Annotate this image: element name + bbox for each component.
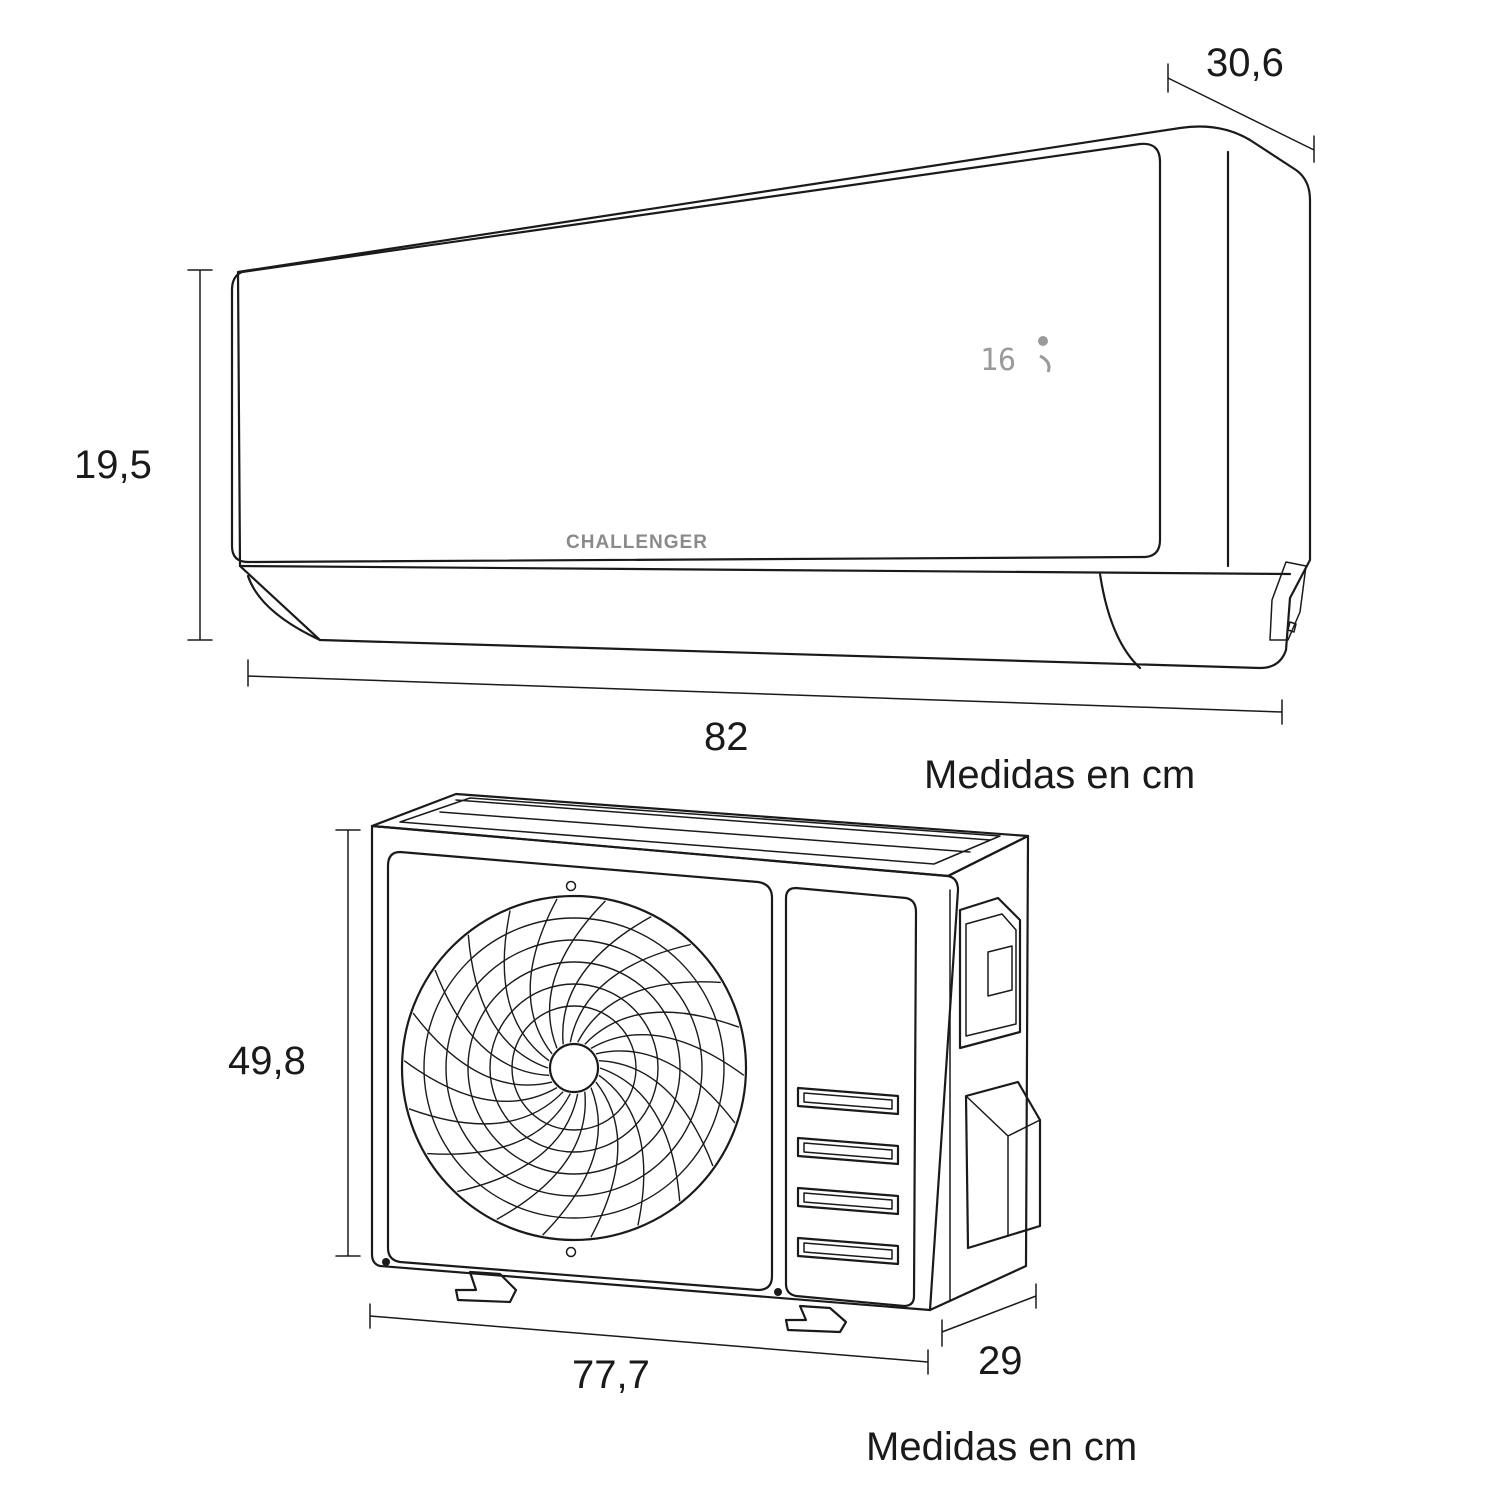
indoor-height-label: 19,5 — [74, 443, 152, 487]
outdoor-side-face — [928, 834, 1030, 1312]
outdoor-service-panel — [784, 886, 918, 1308]
indoor-width-dimension: 82 — [247, 659, 1283, 759]
indoor-depth-dimension: 30,6 — [1167, 41, 1315, 163]
outdoor-front-face — [370, 824, 960, 1312]
outdoor-foot-left — [454, 1270, 518, 1304]
fan-blade-line — [408, 1091, 564, 1125]
outdoor-units-note: Medidas en cm — [866, 1425, 1137, 1469]
fan-blade-line — [577, 981, 721, 1043]
outdoor-depth-label: 29 — [978, 1339, 1023, 1383]
outdoor-fan-panel — [386, 850, 774, 1292]
fan-blade-line — [590, 1033, 745, 1076]
indoor-units-note: Medidas en cm — [924, 753, 1195, 797]
indoor-display-readout: 16 — [980, 343, 1016, 378]
fan-blade-line — [434, 969, 550, 1076]
fan-blade-line — [584, 1011, 740, 1045]
outdoor-foot-right — [784, 1304, 848, 1334]
indoor-depth-label: 30,6 — [1206, 41, 1284, 85]
indoor-height-dimension: 19,5 — [74, 269, 213, 641]
fan-blade-line — [569, 943, 691, 1043]
fan-screw-bottom — [565, 1246, 577, 1258]
fan-blade-line — [403, 1060, 558, 1103]
fan-blade-line — [503, 910, 550, 1062]
indoor-unit-body — [236, 125, 1312, 670]
indoor-display-icon — [1038, 336, 1048, 346]
outdoor-terminal-cover — [964, 1080, 1042, 1250]
outdoor-vents — [796, 1086, 900, 1266]
outdoor-width-label: 77,7 — [572, 1353, 650, 1397]
outdoor-corner-dot — [382, 1258, 390, 1266]
fan-blade-line — [562, 915, 652, 1045]
indoor-width-label: 82 — [704, 715, 749, 759]
indoor-unit: CHALLENGER 16 — [230, 125, 1312, 670]
fan-blade-line — [427, 1093, 571, 1155]
fan-blade-line — [548, 900, 606, 1049]
fan-blade-line — [542, 1087, 600, 1236]
fan-blade-line — [590, 1081, 619, 1238]
outdoor-height-dimension: 49,8 — [228, 829, 361, 1257]
fan-screw-top — [565, 880, 577, 892]
fan-blade-line — [598, 1060, 714, 1167]
fan-blade-line — [598, 1074, 645, 1226]
outdoor-valve-cover — [958, 896, 1022, 1050]
outdoor-height-label: 49,8 — [228, 1039, 306, 1083]
fan-blade-line — [457, 1093, 579, 1193]
outdoor-corner-dot — [774, 1288, 782, 1296]
outdoor-width-dimension: 77,7 — [369, 1303, 929, 1397]
indoor-display-icon-arc — [1039, 354, 1051, 373]
fan-blade-line — [599, 1067, 681, 1202]
fan-grille — [400, 880, 748, 1258]
fan-hub — [548, 1042, 600, 1094]
indoor-front-panel — [230, 142, 1162, 564]
fan-blade-line — [595, 1050, 736, 1124]
indoor-brand-label: CHALLENGER — [566, 532, 708, 553]
outdoor-unit — [370, 792, 1042, 1334]
indoor-air-outlet — [238, 564, 1292, 670]
fan-blade-line — [496, 1091, 586, 1221]
fan-blade-line — [467, 934, 549, 1069]
fan-blade-line — [529, 898, 558, 1055]
fan-blade-line — [412, 1012, 553, 1086]
outdoor-depth-dimension: 29 — [941, 1283, 1037, 1383]
indoor-side-port — [1269, 561, 1307, 641]
